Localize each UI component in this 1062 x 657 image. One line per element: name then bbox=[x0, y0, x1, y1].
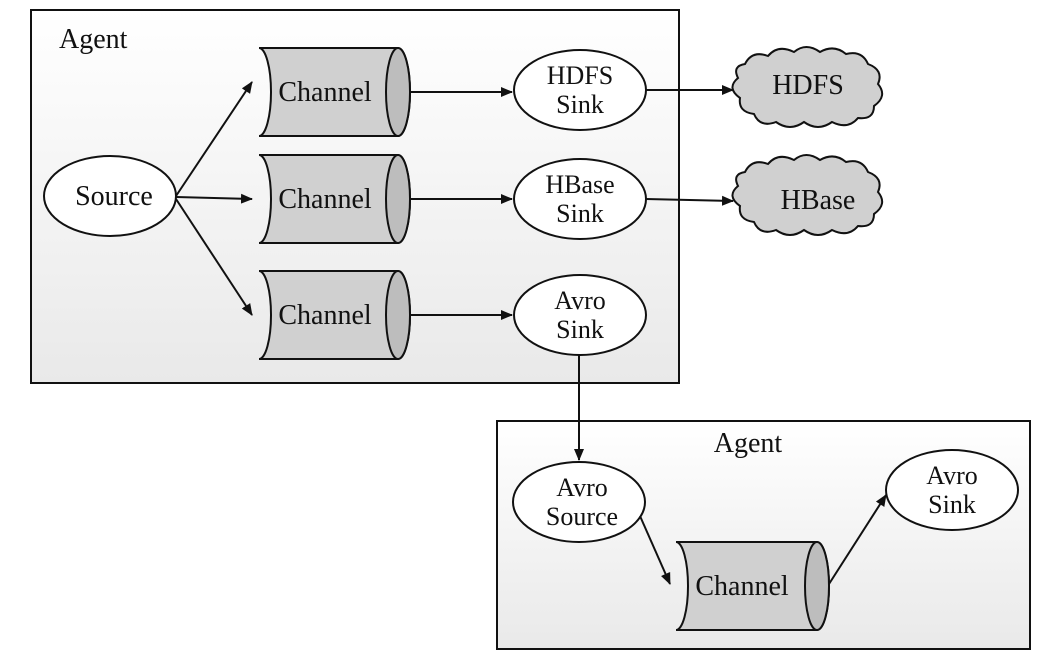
agent-1: Agent Source Channel Channel Channel HD bbox=[30, 9, 680, 384]
edges bbox=[175, 81, 887, 585]
agent-2-avro-sink-label-line1: Avro bbox=[926, 461, 978, 490]
channel-3-label: Channel bbox=[278, 300, 372, 331]
avro-source-label-line1: Avro bbox=[556, 473, 608, 502]
edge-source-channel-2 bbox=[175, 193, 253, 204]
edge-channel-avro-sink bbox=[828, 494, 887, 585]
agent-2-channel-label: Channel bbox=[695, 571, 789, 602]
agent-1-label: Agent bbox=[59, 24, 128, 55]
source-node: Source bbox=[43, 155, 177, 237]
hbase-sink-label-line1: HBase bbox=[545, 170, 614, 199]
avro-sink-node: Avro Sink bbox=[513, 274, 647, 356]
hdfs-store-label: HDFS bbox=[772, 70, 844, 101]
agent-2-channel: Channel bbox=[675, 540, 830, 632]
hdfs-sink-label-line1: HDFS bbox=[547, 61, 613, 90]
hdfs-sink-label-line2: Sink bbox=[556, 90, 604, 119]
channel-3: Channel bbox=[258, 269, 411, 361]
channel-1: Channel bbox=[258, 46, 411, 138]
agent-2-avro-sink-node: Avro Sink bbox=[885, 449, 1019, 531]
edge-hbase-sink-hbase-store bbox=[645, 195, 734, 206]
edge-avro-source-channel bbox=[639, 515, 671, 585]
channel-1-label: Channel bbox=[278, 77, 372, 108]
agent-2-label: Agent bbox=[714, 428, 783, 459]
avro-source-label-line2: Source bbox=[546, 502, 618, 531]
edge-source-channel-3 bbox=[175, 198, 253, 316]
hbase-sink-label-line2: Sink bbox=[556, 199, 604, 228]
hdfs-store: HDFS bbox=[731, 46, 884, 128]
avro-sink-label-line2: Sink bbox=[556, 315, 604, 344]
agent-2-avro-sink-label-line2: Sink bbox=[928, 490, 976, 519]
hbase-store-label: HBase bbox=[781, 185, 856, 216]
channel-2-label: Channel bbox=[278, 184, 372, 215]
hdfs-sink-node: HDFS Sink bbox=[513, 49, 647, 131]
agent-2: Agent Avro Source Channel Avro Sink bbox=[496, 420, 1031, 650]
edge-source-channel-1 bbox=[175, 81, 253, 197]
avro-source-node: Avro Source bbox=[512, 461, 646, 543]
avro-sink-label-line1: Avro bbox=[554, 286, 606, 315]
source-label: Source bbox=[75, 181, 153, 212]
channel-2: Channel bbox=[258, 153, 411, 245]
hbase-sink-node: HBase Sink bbox=[513, 158, 647, 240]
hbase-store: HBase bbox=[731, 154, 884, 236]
